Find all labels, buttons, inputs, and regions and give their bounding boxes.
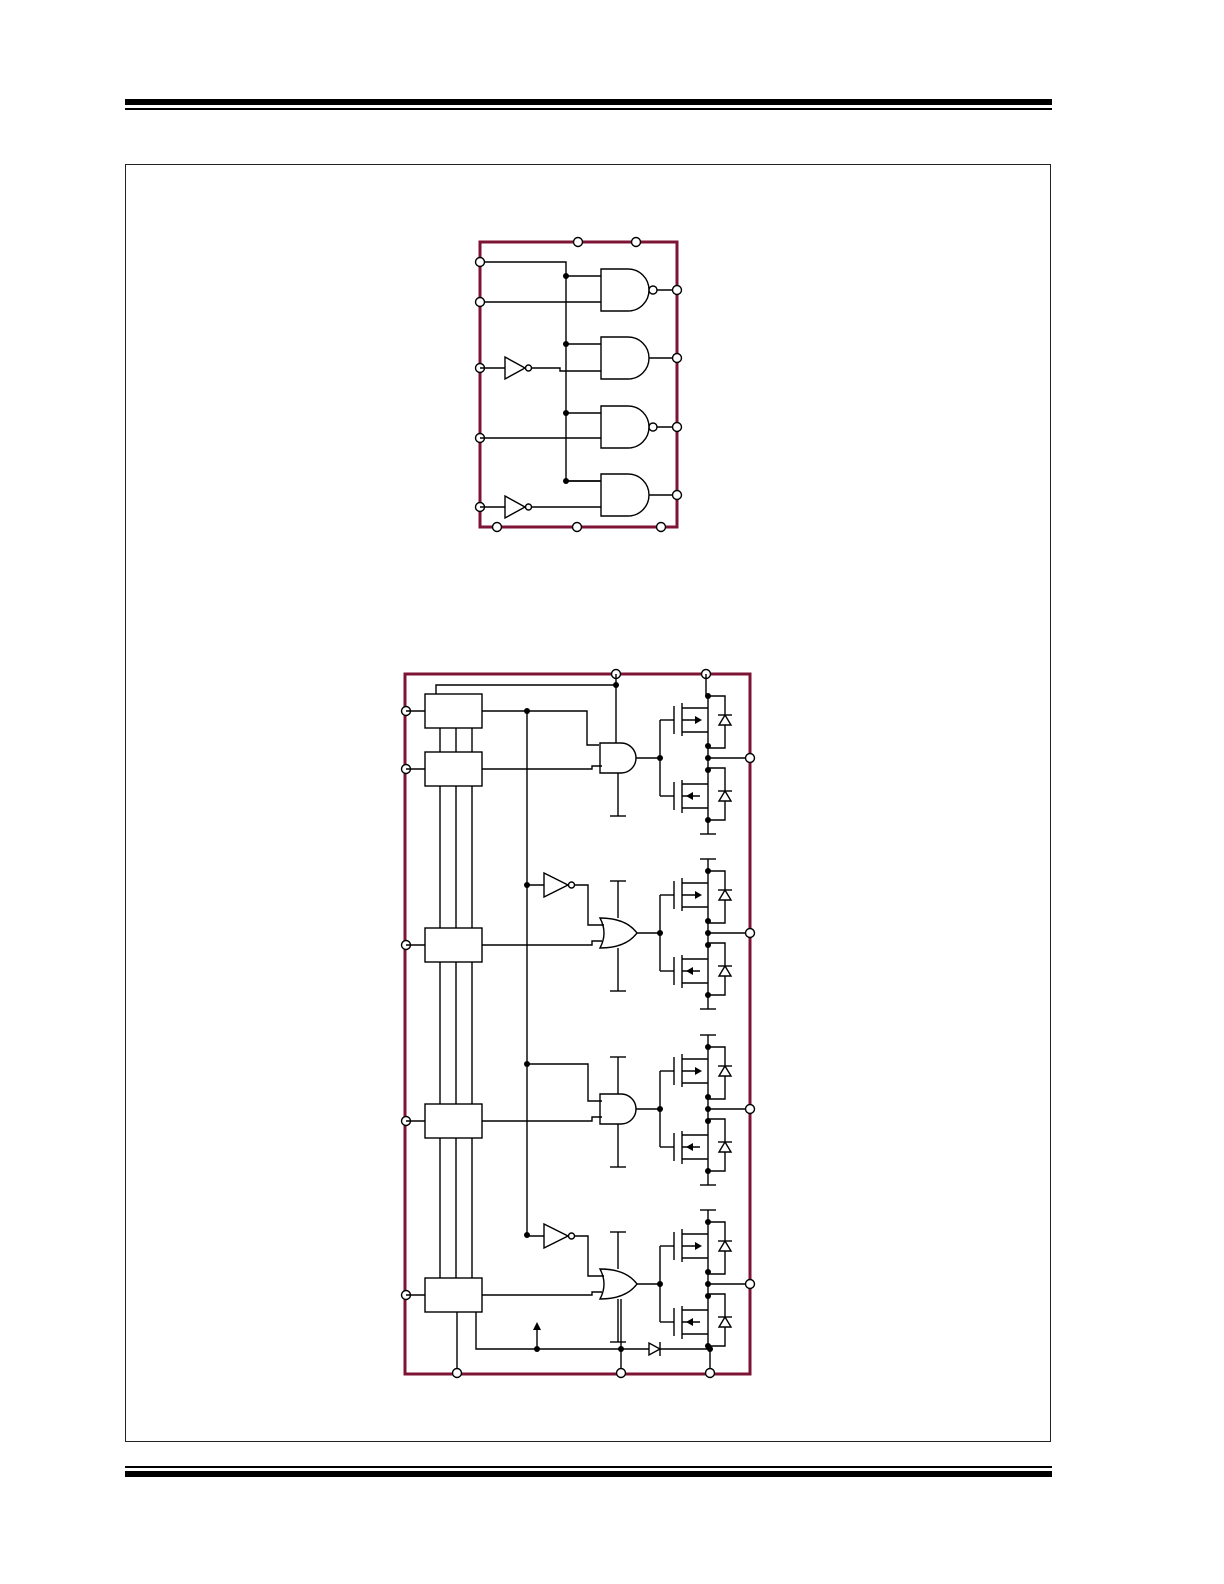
inversion-bubble	[567, 881, 576, 889]
diode	[717, 1064, 733, 1077]
diode	[717, 1239, 733, 1252]
gate-wire	[482, 1116, 602, 1122]
pin-terminal	[474, 256, 486, 268]
enable-wire	[435, 684, 616, 694]
junction-dot	[705, 1118, 711, 1124]
junction-dot	[705, 1269, 711, 1275]
inversion-bubble	[648, 422, 658, 432]
junction-dot	[563, 410, 569, 416]
inverter	[504, 355, 527, 381]
junction-dot	[563, 341, 569, 347]
junction-dot	[534, 1346, 540, 1352]
gate-wire	[575, 884, 604, 926]
inversion-bubble	[648, 285, 658, 295]
figure-frame	[125, 164, 1051, 1442]
mos-arrow	[695, 891, 702, 899]
top-logic-diagram	[474, 236, 683, 533]
mos-arrow	[686, 1143, 693, 1151]
ground-arrow	[533, 1322, 541, 1330]
diode	[717, 713, 733, 726]
input-wire	[480, 261, 567, 276]
junction-dot	[705, 1293, 711, 1299]
footer-rule-thick	[125, 1471, 1052, 1477]
mos-arrow	[686, 1318, 693, 1326]
gate-wire	[527, 1063, 602, 1102]
header-rule-thin	[125, 108, 1052, 110]
diode	[648, 1341, 662, 1357]
pin-terminal	[744, 1278, 756, 1290]
and-gate	[600, 473, 650, 517]
mos-arrow	[695, 1067, 702, 1075]
inversion-bubble	[524, 364, 533, 372]
mos-arrow	[686, 792, 693, 800]
diode	[717, 1140, 733, 1153]
or-gate	[598, 917, 638, 949]
latch-block	[424, 927, 483, 963]
pin-terminal	[615, 1367, 627, 1379]
gate-wire	[575, 1235, 604, 1277]
pin-terminal	[671, 489, 683, 501]
mos-arrow	[695, 1242, 702, 1250]
pin-terminal	[474, 296, 486, 308]
latch-block	[424, 1277, 483, 1313]
inverter	[543, 1222, 570, 1250]
junction-dot	[705, 918, 711, 924]
or-gate	[598, 1268, 638, 1300]
diode	[717, 1315, 733, 1328]
pin-terminal	[704, 1367, 716, 1379]
input-wire	[532, 367, 601, 372]
gate-wire	[482, 765, 602, 770]
and-gate	[599, 742, 637, 774]
diode	[717, 789, 733, 802]
gate-wire	[482, 940, 602, 946]
junction-dot	[524, 1232, 530, 1238]
diode	[717, 888, 733, 901]
and-gate	[600, 405, 650, 449]
pin-terminal	[630, 236, 642, 248]
and-gate	[599, 1093, 637, 1125]
gate-wire	[482, 710, 599, 746]
pin-terminal	[671, 284, 683, 296]
mos-arrow	[686, 967, 693, 975]
bottom-border	[403, 672, 752, 1376]
pin-terminal	[491, 521, 503, 533]
inverter	[543, 871, 570, 899]
pin-terminal	[744, 1103, 756, 1115]
junction-dot	[705, 767, 711, 773]
mos-arrow	[695, 716, 702, 724]
gate-wire	[482, 1291, 602, 1296]
junction-dot	[705, 1094, 711, 1100]
latch-block	[424, 751, 483, 787]
pin-terminal	[572, 236, 584, 248]
pin-terminal	[671, 421, 683, 433]
inversion-bubble	[524, 503, 533, 511]
inverter	[504, 494, 527, 520]
diode	[717, 964, 733, 977]
latch-block	[424, 1103, 483, 1139]
pin-terminal	[744, 752, 756, 764]
inversion-bubble	[567, 1232, 576, 1240]
pin-terminal	[451, 1367, 463, 1379]
junction-dot	[705, 942, 711, 948]
header-rule-thick	[125, 99, 1052, 105]
bottom-driver-diagram	[400, 668, 756, 1379]
and-gate	[600, 336, 650, 380]
pin-terminal	[744, 927, 756, 939]
ground-wire	[475, 1312, 710, 1350]
and-gate	[600, 268, 650, 312]
latch-block	[424, 693, 483, 729]
pin-terminal	[571, 521, 583, 533]
pin-terminal	[655, 521, 667, 533]
pin-terminal	[671, 352, 683, 364]
footer-rule-thin	[125, 1466, 1052, 1468]
junction-dot	[705, 743, 711, 749]
